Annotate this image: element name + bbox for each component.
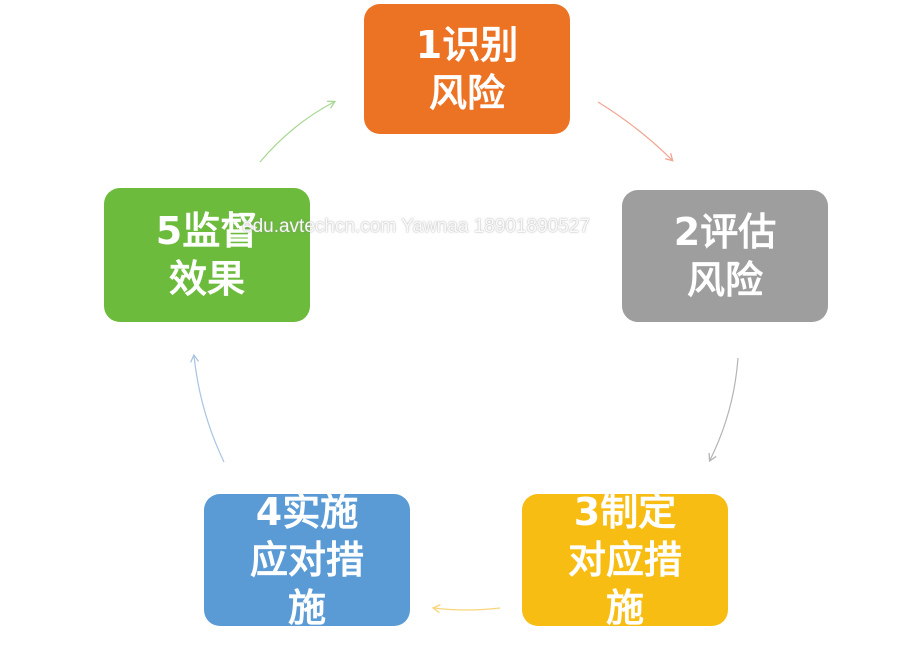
step-implement-response-label: 4实施应对措施 (249, 490, 364, 630)
step-plan-response: 3制定对应措施 (522, 490, 728, 630)
step-implement-response: 4实施应对措施 (204, 490, 410, 630)
arrow-2-to-3 (710, 357, 739, 460)
step-identify-risk-label: 1识别风险 (415, 23, 519, 115)
step-monitor-effect: 5监督效果 (104, 188, 310, 322)
arrow-4-to-5 (194, 356, 225, 463)
watermark-text: edu.avtechcn.com Yawnaa 18901890527 (242, 216, 590, 237)
step-monitor-effect-label: 5监督效果 (155, 209, 259, 301)
step-assess-risk-label: 2评估风险 (673, 210, 777, 302)
step-assess-risk: 2评估风险 (622, 190, 828, 322)
step-plan-response-label: 3制定对应措施 (567, 490, 682, 630)
arrow-5-to-1 (259, 102, 334, 163)
arrow-1-to-2 (597, 101, 672, 160)
arrow-3-to-4 (434, 608, 501, 610)
step-identify-risk: 1识别风险 (364, 4, 570, 134)
